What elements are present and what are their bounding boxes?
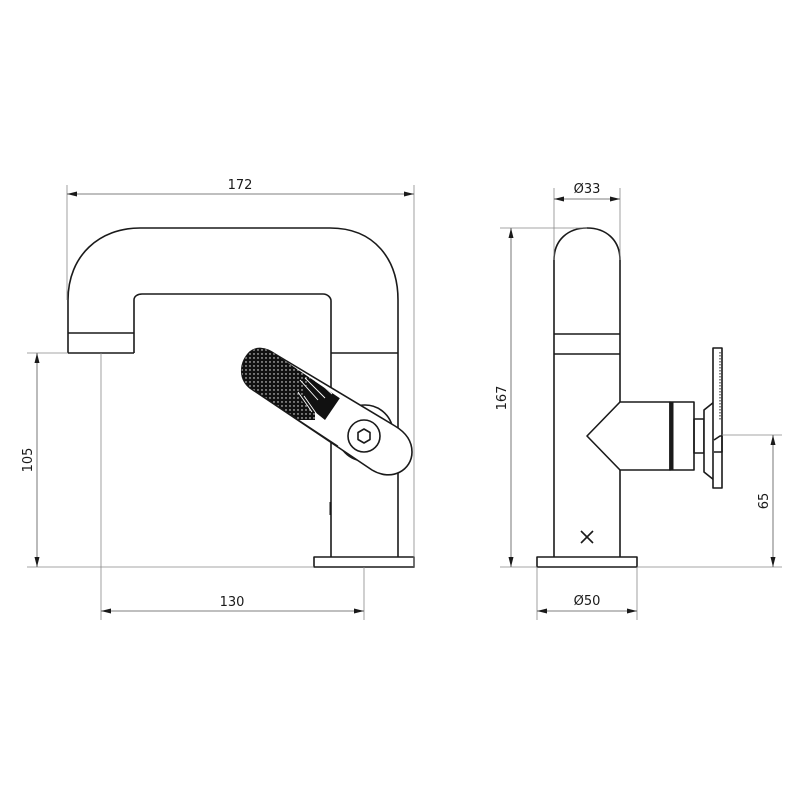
cartridge-housing	[586, 401, 671, 471]
side-view: Ø33 167 65 Ø50	[495, 182, 782, 620]
dimension-label-105: 105	[21, 448, 36, 473]
lever-handle[interactable]	[230, 340, 413, 476]
dimension-body-diameter: Ø33	[553, 182, 621, 260]
knurled-grip	[241, 348, 340, 420]
spout-outline	[67, 227, 399, 560]
dimension-overall-width: 172	[66, 178, 415, 567]
dimension-label-130: 130	[220, 595, 245, 610]
dimension-label-d33: Ø33	[574, 182, 601, 197]
cartridge-ring	[669, 401, 695, 471]
dimension-label-d50: Ø50	[574, 594, 601, 609]
dimension-label-167: 167	[495, 386, 510, 411]
side-body-outline	[553, 227, 621, 557]
spout-inner-outline	[133, 293, 332, 560]
lever-pivot-cap	[347, 419, 381, 453]
dimension-label-65: 65	[757, 493, 772, 510]
dimension-spout-height: 105	[21, 352, 314, 568]
base-plate-side	[536, 556, 638, 568]
hex-screw-icon	[357, 428, 371, 444]
lever-side-profile[interactable]	[693, 347, 723, 489]
dimension-base-diameter: Ø50	[536, 567, 638, 620]
cross-mark-icon	[580, 530, 594, 544]
base-plate-front	[313, 556, 415, 568]
dimension-overall-height: 167	[495, 227, 587, 568]
front-view: 172 105 130	[21, 178, 415, 620]
dimension-spout-reach: 130	[100, 353, 365, 620]
dimension-label-172: 172	[228, 178, 253, 193]
dimension-handle-height: 65	[637, 434, 782, 568]
